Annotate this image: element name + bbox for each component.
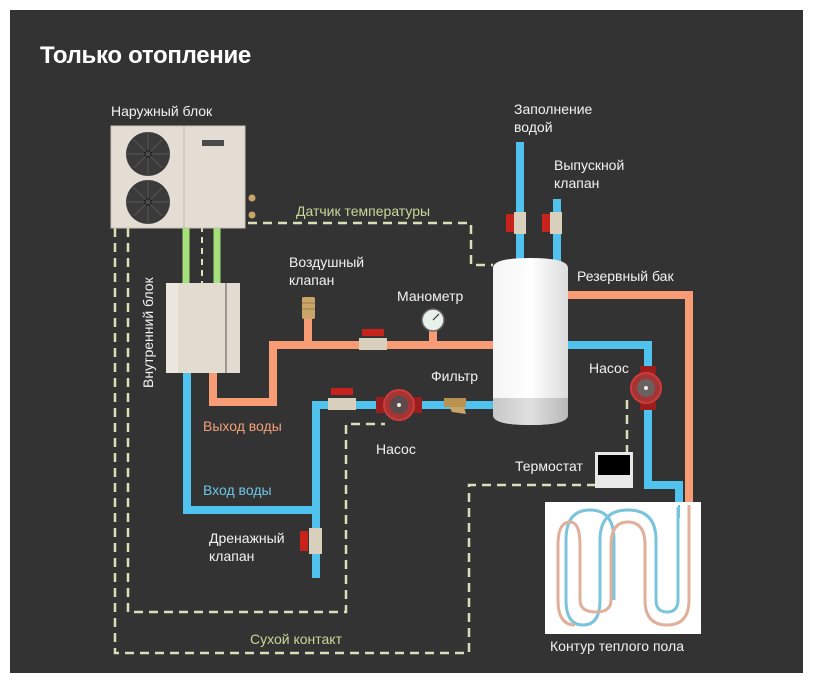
manometer-icon (421, 308, 445, 332)
dry-contact-line (113, 228, 598, 655)
air-valve-icon (302, 297, 315, 319)
release-valve-label-1: Выпускной (554, 157, 625, 173)
secondary-pump-icon (630, 366, 662, 410)
cold-pipe-floor-return (568, 341, 683, 505)
manometer-label: Манометр (397, 288, 464, 304)
ball-valve-icon (506, 212, 526, 234)
fan-icon (126, 180, 170, 224)
indoor-unit-label: Внутренний блок (140, 277, 156, 388)
service-valve-icon (248, 194, 256, 219)
thermostat-label: Термостат (515, 458, 583, 474)
filter-label: Фильтр (431, 368, 479, 384)
water-fill-label-2: водой (514, 119, 553, 135)
water-fill-label-1: Заполнение (514, 101, 593, 117)
ball-valve-icon (542, 212, 562, 234)
indoor-unit (166, 283, 240, 373)
ball-valve-icon (300, 528, 322, 554)
drain-valve-label-1: Дренажный (209, 530, 285, 546)
water-in-label: Вход воды (203, 482, 272, 498)
outdoor-unit-label: Наружный блок (111, 103, 213, 119)
filter-icon (444, 398, 466, 414)
buffer-tank (493, 258, 568, 425)
hot-pipe-outlet (209, 341, 495, 406)
pump-control-line (126, 228, 385, 614)
buffer-tank-label: Резервный бак (577, 268, 674, 284)
water-out-label: Выход воды (203, 418, 282, 434)
primary-pump-icon (376, 389, 422, 421)
floor-heating-loop-icon (545, 502, 701, 634)
cold-pipe-return (312, 401, 495, 510)
brand-plate (202, 140, 224, 146)
hot-water-pipes (209, 291, 693, 505)
air-valve-label-2: клапан (289, 272, 335, 288)
secondary-pump-label: Насос (589, 360, 629, 376)
floor-heating-label: Контур теплого пола (550, 638, 684, 654)
primary-pump-label: Насос (376, 441, 416, 457)
thermostat-icon (595, 452, 633, 488)
ball-valve-icon (328, 388, 356, 410)
ball-valve-icon (359, 329, 387, 350)
air-valve-label-1: Воздушный (289, 254, 365, 270)
hot-pipe-floor-supply (568, 291, 693, 505)
page-title: Только отопление (40, 42, 251, 69)
dry-contact-label: Сухой контакт (250, 631, 342, 647)
drain-valve-label-2: клапан (209, 548, 255, 564)
fan-icon (126, 132, 170, 176)
release-valve-label-2: клапан (554, 175, 600, 191)
refrigerant-pipes (182, 226, 221, 283)
outdoor-unit (110, 125, 256, 229)
temperature-sensor-label: Датчик температуры (296, 203, 431, 219)
signal-lines (113, 221, 629, 655)
temperature-sensor-line (248, 221, 493, 267)
